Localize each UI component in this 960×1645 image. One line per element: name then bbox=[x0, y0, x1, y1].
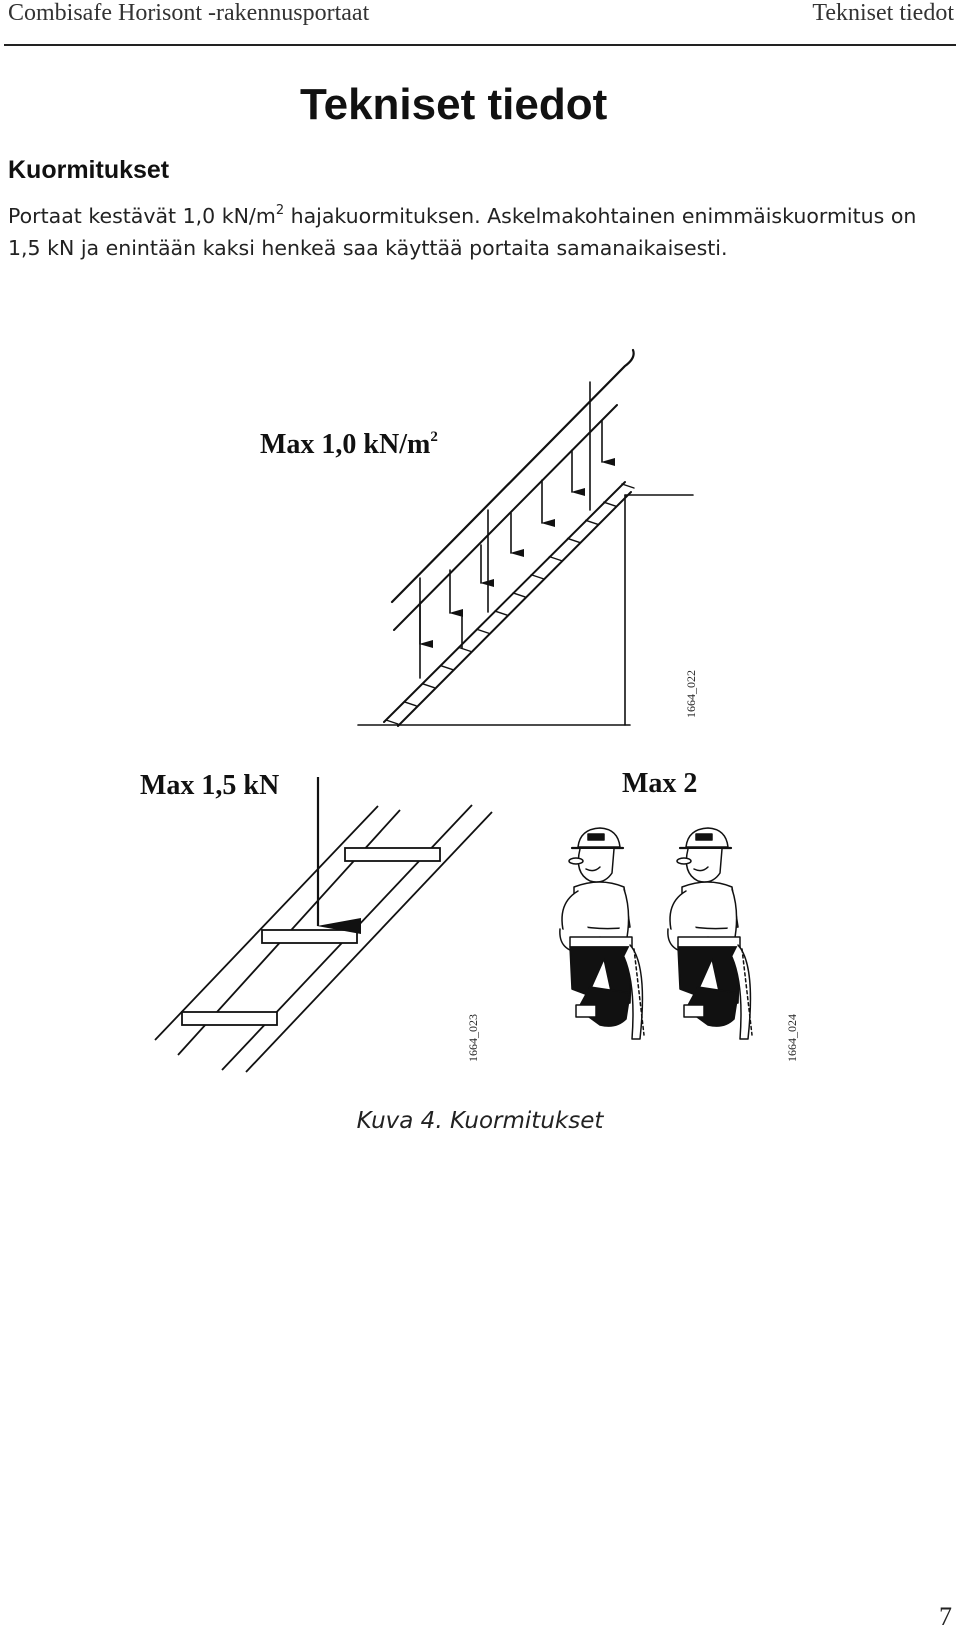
header-section-title: Tekniset tiedot bbox=[812, 0, 954, 26]
stair-illustration bbox=[357, 348, 694, 727]
stair-load-label: Max 1,0 kN/m2 bbox=[260, 429, 438, 460]
page-title: Tekniset tiedot bbox=[300, 80, 608, 129]
page-number: 7 bbox=[939, 1602, 952, 1631]
stair-tread bbox=[439, 664, 454, 671]
paragraph-superscript: 2 bbox=[275, 203, 285, 218]
stair-tread bbox=[512, 592, 526, 598]
stair-stringers bbox=[383, 481, 632, 727]
stair-tread bbox=[566, 537, 581, 544]
load-figure: Max 1,0 kN/m2 1664_022 Max 1,5 kN 1664_0… bbox=[140, 348, 799, 1073]
stair-tread bbox=[548, 555, 563, 562]
worker-figure-1 bbox=[559, 827, 645, 1040]
stair-treads bbox=[385, 483, 635, 725]
section-heading: Kuormitukset bbox=[8, 156, 170, 184]
stair-tread bbox=[457, 646, 472, 653]
stair-tread bbox=[584, 519, 599, 526]
worker-figure-2 bbox=[666, 826, 754, 1041]
persons-figure-code: 1664_024 bbox=[785, 1014, 799, 1062]
stair-handrails bbox=[390, 348, 635, 679]
stair-tread bbox=[421, 682, 436, 689]
body-paragraph: Portaat kestävät 1,0 kN/m2 hajakuormituk… bbox=[8, 200, 938, 264]
stair-tread bbox=[476, 628, 490, 634]
stair-tread bbox=[530, 574, 544, 580]
persons-load-label: Max 2 bbox=[622, 768, 697, 799]
page-header: Combisafe Horisont -rakennusportaat Tekn… bbox=[4, 0, 956, 46]
stair-tread bbox=[621, 483, 635, 489]
figure-caption: Kuva 4. Kuormitukset bbox=[356, 1108, 604, 1134]
stair-tread bbox=[494, 610, 508, 616]
stair-figure-code: 1664_022 bbox=[684, 670, 698, 718]
stair-tread bbox=[403, 701, 417, 707]
paragraph-text-end: hajakuormituksen. Askelmakohtainen enimm… bbox=[8, 204, 917, 260]
step-figure-code: 1664_023 bbox=[466, 1014, 480, 1062]
stair-tread bbox=[603, 501, 617, 507]
step-load-label: Max 1,5 kN bbox=[140, 770, 279, 801]
stair-tread bbox=[385, 719, 399, 725]
step-treads bbox=[181, 847, 441, 1026]
stair-platform bbox=[357, 494, 694, 726]
step-illustration bbox=[154, 777, 493, 1073]
paragraph-text-start: Portaat kestävät 1,0 kN/m bbox=[8, 204, 276, 228]
header-document-title: Combisafe Horisont -rakennusportaat bbox=[8, 0, 370, 26]
distributed-load-arrows bbox=[419, 419, 615, 648]
